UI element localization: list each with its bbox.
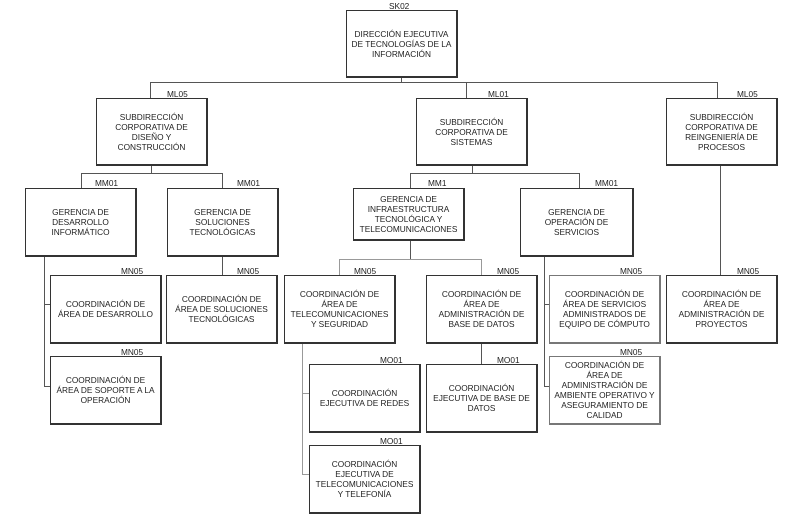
- node-code: MM01: [595, 178, 619, 188]
- connector-line: [339, 259, 340, 275]
- connector-line: [151, 165, 152, 174]
- org-node-ejecutiva-telefonia[interactable]: COORDINACIÓN EJECUTIVA DE TELECOMUNICACI…: [309, 445, 421, 514]
- org-node-gerencia-infraestructura[interactable]: GERENCIA DE INFRAESTRUCTURA TECNOLÓGICA …: [353, 188, 465, 241]
- node-code: MM01: [95, 178, 119, 188]
- node-code: MN05: [497, 266, 520, 276]
- org-node-subdireccion-sistemas[interactable]: SUBDIRECCIÓN CORPORATIVA DE SISTEMAS: [416, 98, 528, 166]
- node-code: MN05: [620, 266, 643, 276]
- org-node-coord-soporte[interactable]: COORDINACIÓN DE ÁREA DE SOPORTE A LA OPE…: [50, 356, 162, 425]
- org-node-coord-ambiente[interactable]: COORDINACIÓN DE ÁREA DE ADMINISTRACIÓN D…: [549, 356, 661, 425]
- node-code: ML05: [167, 89, 188, 99]
- node-code: MN05: [121, 266, 144, 276]
- org-node-gerencia-desarrollo[interactable]: GERENCIA DE DESARROLLO INFORMÁTICO: [25, 188, 137, 257]
- node-code: MN05: [237, 266, 260, 276]
- node-code: MO01: [497, 355, 520, 365]
- connector-line: [302, 342, 303, 475]
- connector-line: [44, 304, 50, 305]
- org-node-coord-servicios[interactable]: COORDINACIÓN DE ÁREA DE SERVICIOS ADMINI…: [549, 275, 661, 344]
- node-code: MN05: [620, 347, 643, 357]
- node-code: MM01: [237, 178, 261, 188]
- node-code: MN05: [121, 347, 144, 357]
- connector-line: [150, 82, 151, 98]
- node-code: ML05: [737, 89, 758, 99]
- connector-line: [720, 165, 721, 275]
- connector-line: [410, 173, 411, 189]
- org-node-subdireccion-reingenieria[interactable]: SUBDIRECCIÓN CORPORATIVA DE REINGENIERÍA…: [666, 98, 778, 166]
- node-code: SK02: [389, 1, 410, 11]
- org-node-gerencia-operacion[interactable]: GERENCIA DE OPERACIÓN DE SERVICIOS: [520, 188, 634, 257]
- org-node-coord-base-datos[interactable]: COORDINACIÓN DE ÁREA DE ADMINISTRACIÓN D…: [426, 275, 538, 344]
- node-code: MN05: [354, 266, 377, 276]
- connector-line: [302, 474, 309, 475]
- org-node-coord-telecom[interactable]: COORDINACIÓN DE ÁREA DE TELECOMUNICACION…: [284, 275, 396, 344]
- connector-line: [544, 257, 545, 387]
- connector-line: [222, 173, 223, 189]
- connector-line: [544, 386, 550, 387]
- connector-line: [410, 173, 580, 174]
- connector-line: [401, 77, 402, 83]
- connector-line: [717, 82, 718, 98]
- node-code: MM1: [428, 178, 447, 188]
- org-node-ejecutiva-base-datos[interactable]: COORDINACIÓN EJECUTIVA DE BASE DE DATOS: [426, 364, 538, 433]
- node-code: MO01: [380, 355, 403, 365]
- connector-line: [81, 173, 223, 174]
- connector-line: [472, 165, 473, 174]
- connector-line: [44, 257, 45, 387]
- node-code: MN05: [737, 266, 760, 276]
- connector-line: [481, 259, 482, 275]
- connector-line: [81, 173, 82, 189]
- org-node-direccion-ejecutiva[interactable]: DIRECCIÓN EJECUTIVA DE TECNOLOGÍAS DE LA…: [346, 10, 458, 78]
- connector-line: [222, 257, 223, 275]
- connector-line: [410, 240, 411, 260]
- connector-line: [150, 82, 718, 83]
- org-node-coord-soluciones[interactable]: COORDINACIÓN DE ÁREA DE SOLUCIONES TECNO…: [166, 275, 278, 344]
- org-node-ejecutiva-redes[interactable]: COORDINACIÓN EJECUTIVA DE REDES: [309, 364, 421, 433]
- connector-line: [466, 82, 467, 98]
- node-code: MO01: [380, 436, 403, 446]
- org-node-coord-proyectos[interactable]: COORDINACIÓN DE ÁREA DE ADMINISTRACIÓN D…: [666, 275, 778, 344]
- connector-line: [339, 259, 482, 260]
- org-node-subdireccion-diseno[interactable]: SUBDIRECCIÓN CORPORATIVA DE DISEÑO Y CON…: [96, 98, 208, 166]
- org-node-gerencia-soluciones[interactable]: GERENCIA DE SOLUCIONES TECNOLÓGICAS: [167, 188, 279, 257]
- node-code: ML01: [488, 89, 509, 99]
- connector-line: [481, 342, 482, 366]
- connector-line: [544, 304, 550, 305]
- connector-line: [302, 393, 309, 394]
- org-node-coord-desarrollo[interactable]: COORDINACIÓN DE ÁREA DE DESARROLLO: [50, 275, 162, 344]
- connector-line: [44, 386, 50, 387]
- connector-line: [579, 173, 580, 189]
